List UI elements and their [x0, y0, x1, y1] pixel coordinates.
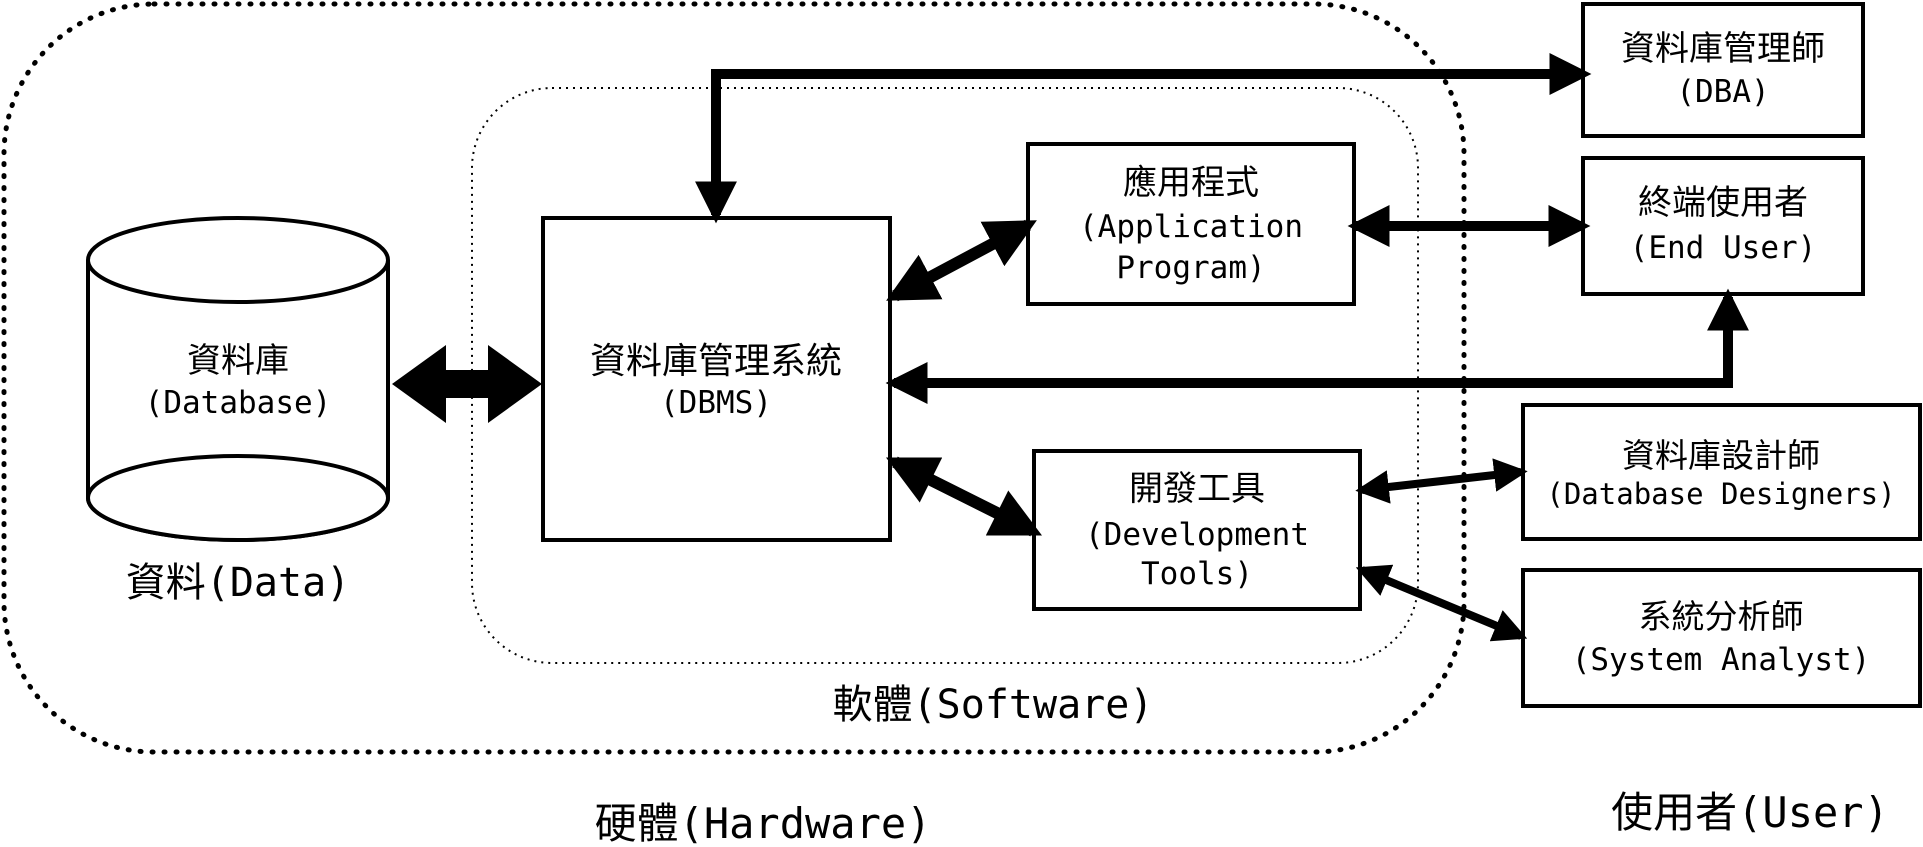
system-analyst-subtitle: (System Analyst) — [1572, 642, 1871, 678]
development-tools-title: 開發工具 — [1129, 469, 1265, 509]
devtools-designers-arrow — [1355, 458, 1528, 504]
development-tools-subtitle-line2: Tools) — [1141, 556, 1253, 592]
hardware-label: 硬體(Hardware) — [595, 799, 932, 847]
end-user-box — [1581, 156, 1865, 296]
devtools-analyst-arrow — [1355, 564, 1528, 642]
dba-title: 資料庫管理師 — [1621, 29, 1825, 69]
dbms-dba-arrow — [695, 53, 1592, 224]
dbms-title: 資料庫管理系統 — [590, 341, 842, 382]
data-caption: 資料(Data) — [126, 560, 351, 606]
dba-subtitle: (DBA) — [1676, 74, 1769, 110]
database-cylinder — [86, 216, 390, 542]
system-analyst-title: 系統分析師 — [1639, 597, 1804, 636]
end-user-title: 終端使用者 — [1638, 183, 1808, 223]
dbms-application-arrow — [886, 219, 1037, 302]
dba-box — [1581, 2, 1865, 138]
database-designers-subtitle: (Database Designers) — [1546, 477, 1895, 511]
application-program-subtitle-line2: Program) — [1116, 250, 1265, 286]
dbms-subtitle: (DBMS) — [660, 385, 772, 421]
database-dbms-arrow — [392, 345, 542, 423]
software-label: 軟體(Software) — [833, 682, 1154, 728]
database-title: 資料庫 — [187, 341, 289, 381]
application-program-subtitle-line1: (Application — [1079, 209, 1303, 245]
development-tools-subtitle-line1: (Development — [1085, 517, 1309, 553]
end-user-subtitle: (End User) — [1630, 230, 1817, 266]
dbms-devtools-arrow — [885, 456, 1043, 537]
dbms-enduser-arrow — [885, 288, 1749, 404]
application-program-title: 應用程式 — [1123, 163, 1259, 203]
user-label: 使用者(User) — [1611, 788, 1889, 837]
database-subtitle: (Database) — [145, 385, 332, 421]
database-designers-title: 資料庫設計師 — [1622, 436, 1820, 475]
system-analyst-box — [1521, 568, 1922, 708]
